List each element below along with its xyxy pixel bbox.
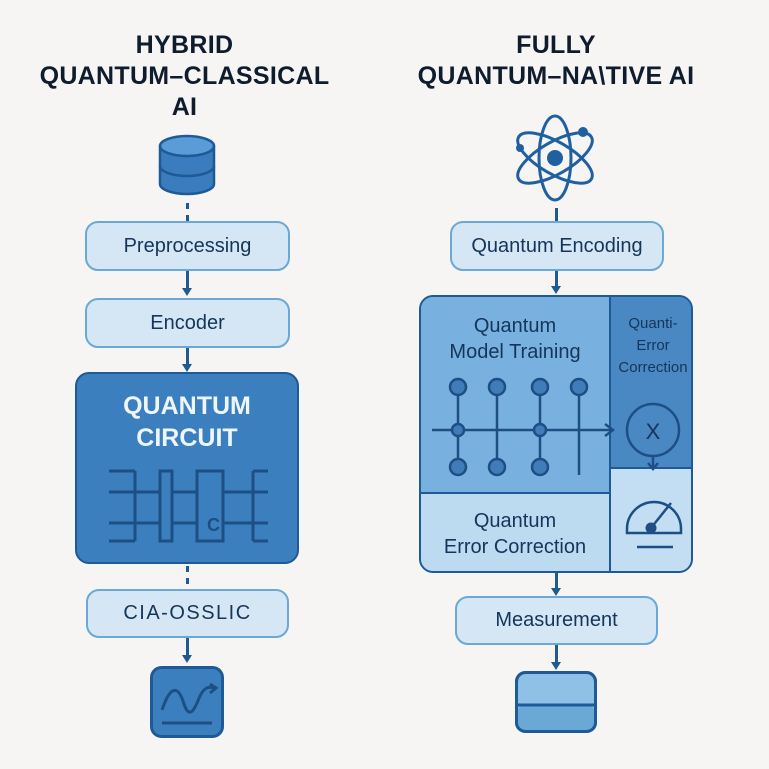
right-title: FULLY QUANTUM–NA\TIVE AI bbox=[396, 30, 716, 92]
left-title-line-1: HYBRID bbox=[135, 31, 234, 59]
quantum-circuit-title-line-1: QUANTUM bbox=[123, 392, 251, 420]
arrow-head bbox=[182, 288, 192, 296]
right-title-line-1: FULLY bbox=[516, 31, 596, 59]
x-gate-label: X bbox=[646, 419, 661, 444]
error-correction-title-line-1: Quantum bbox=[473, 510, 557, 532]
connector-model-to-measurement bbox=[555, 573, 558, 590]
side-title-line-3: Correction bbox=[618, 359, 688, 376]
storage-box-icon bbox=[515, 671, 597, 733]
quantum-encoding-label: Quantum Encoding bbox=[471, 234, 643, 257]
model-training-title-line-2: Model Training bbox=[449, 341, 581, 363]
model-training-title: Quantum Model Training bbox=[421, 313, 609, 365]
arrow-head bbox=[182, 364, 192, 372]
quantum-circuit-title-line-2: CIRCUIT bbox=[136, 424, 238, 452]
preprocessing-step: Preprocessing bbox=[85, 221, 290, 271]
side-title-line-1: Quanti- bbox=[628, 315, 678, 332]
connector-encoding-to-model bbox=[555, 271, 558, 289]
atom-icon bbox=[516, 114, 594, 202]
classical-label: CIA-OSSLIC bbox=[123, 602, 252, 624]
gate-label: C bbox=[207, 515, 220, 535]
measurement-step: Measurement bbox=[455, 596, 658, 645]
line-chart-icon bbox=[150, 666, 224, 738]
arrow-head bbox=[551, 286, 561, 294]
preprocessing-label: Preprocessing bbox=[123, 234, 252, 257]
arrow-head bbox=[182, 655, 192, 663]
connector-circuit-to-classical bbox=[186, 566, 189, 588]
left-title: HYBRID QUANTUM–CLASSICAL AI bbox=[0, 30, 369, 123]
model-training-title-line-1: Quantum bbox=[473, 315, 557, 337]
circuit-diagram-icon: C bbox=[109, 469, 268, 543]
right-title-line-2: QUANTUM–NA\TIVE AI bbox=[417, 62, 695, 90]
encoder-step: Encoder bbox=[85, 298, 290, 348]
quantum-model-block: Quantum Model Training Quanti- Error Cor… bbox=[419, 295, 693, 573]
encoder-label: Encoder bbox=[150, 311, 225, 334]
error-correction-title-line-2: Error Correction bbox=[443, 536, 587, 558]
connector-measurement-to-output bbox=[555, 645, 558, 665]
connector-db-to-preprocessing bbox=[186, 203, 189, 221]
left-title-line-2: QUANTUM–CLASSICAL bbox=[39, 62, 330, 90]
qubit-circuit-icon: X bbox=[432, 377, 681, 477]
error-correction-title: Quantum Error Correction bbox=[421, 508, 609, 560]
left-title-line-3: AI bbox=[171, 93, 198, 121]
quantum-encoding-step: Quantum Encoding bbox=[450, 221, 664, 271]
arrow-head bbox=[551, 588, 561, 596]
database-icon bbox=[158, 134, 216, 196]
connector-preprocessing-to-encoder bbox=[186, 271, 189, 291]
side-title-line-2: Error bbox=[636, 337, 670, 354]
connector-atom-to-encoding bbox=[555, 208, 558, 222]
arrow-head bbox=[551, 662, 561, 670]
side-error-correction-title: Quanti- Error Correction bbox=[611, 313, 691, 379]
measurement-label: Measurement bbox=[495, 609, 618, 631]
gauge-icon bbox=[625, 500, 683, 549]
quantum-circuit-title: QUANTUM CIRCUIT bbox=[77, 390, 297, 454]
classical-step: CIA-OSSLIC bbox=[86, 589, 289, 638]
connector-classical-to-output bbox=[186, 638, 189, 658]
gauge-region bbox=[611, 469, 691, 571]
quantum-circuit-block: QUANTUM CIRCUIT C bbox=[75, 372, 299, 564]
connector-encoder-to-circuit bbox=[186, 348, 189, 366]
error-correction-region: Quantum Error Correction bbox=[421, 494, 611, 571]
